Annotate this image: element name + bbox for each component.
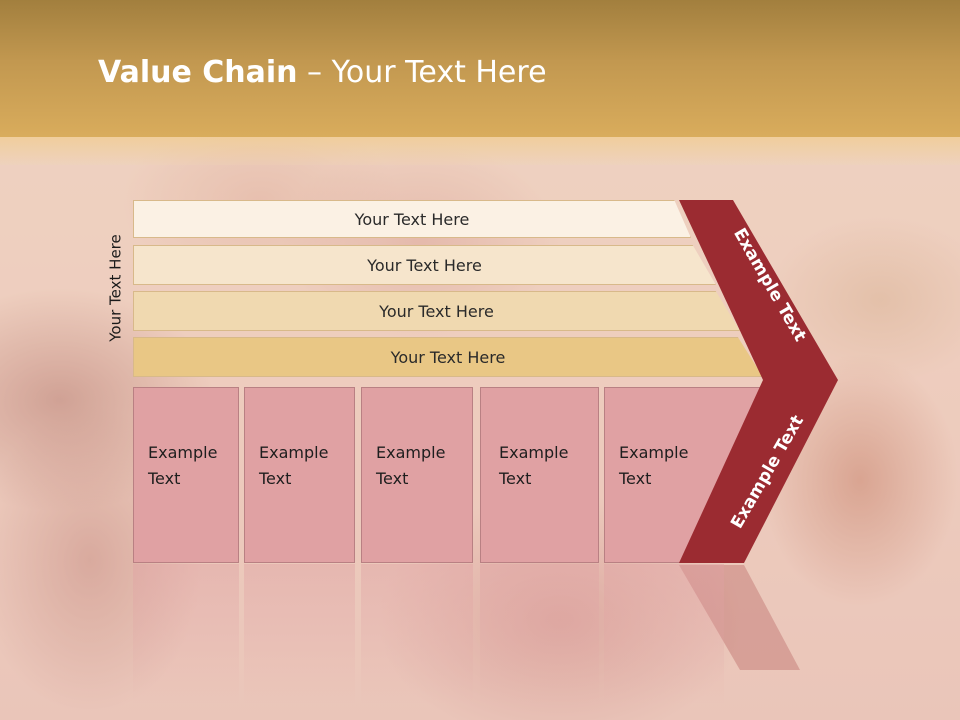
vertical-side-label[interactable]: Your Text Here [103, 218, 129, 358]
column-3-line1: Example [376, 443, 446, 462]
column-2-line2: Text [259, 469, 292, 488]
column-2-line1: Example [259, 443, 329, 462]
column-3-line2: Text [376, 469, 409, 488]
bar-4[interactable]: Your Text Here [133, 337, 763, 377]
column-3[interactable]: Example Text [361, 387, 473, 563]
column-4-line2: Text [499, 469, 532, 488]
column-4-line1: Example [499, 443, 569, 462]
bar-1[interactable]: Your Text Here [133, 200, 691, 238]
bar-2-label: Your Text Here [367, 255, 482, 275]
title-bold: Value Chain [98, 55, 298, 90]
title-banner [0, 0, 960, 137]
column-2[interactable]: Example Text [244, 387, 355, 563]
side-label-text: Your Text Here [107, 234, 125, 342]
title-banner-fade [0, 137, 960, 165]
slide-title[interactable]: Value Chain – Your Text Here [98, 55, 547, 90]
bar-3[interactable]: Your Text Here [133, 291, 740, 331]
column-5-line1: Example [619, 443, 689, 462]
column-5-line2: Text [619, 469, 652, 488]
column-4[interactable]: Example Text [480, 387, 599, 563]
title-rest: – Your Text Here [297, 55, 547, 90]
bar-4-label: Your Text Here [390, 347, 506, 367]
bar-3-label: Your Text Here [379, 301, 494, 321]
bar-2[interactable]: Your Text Here [133, 245, 716, 285]
column-1-line2: Text [148, 469, 181, 488]
bar-1-label: Your Text Here [354, 209, 470, 229]
column-1[interactable]: Example Text [133, 387, 239, 563]
column-1-line1: Example [148, 443, 218, 462]
